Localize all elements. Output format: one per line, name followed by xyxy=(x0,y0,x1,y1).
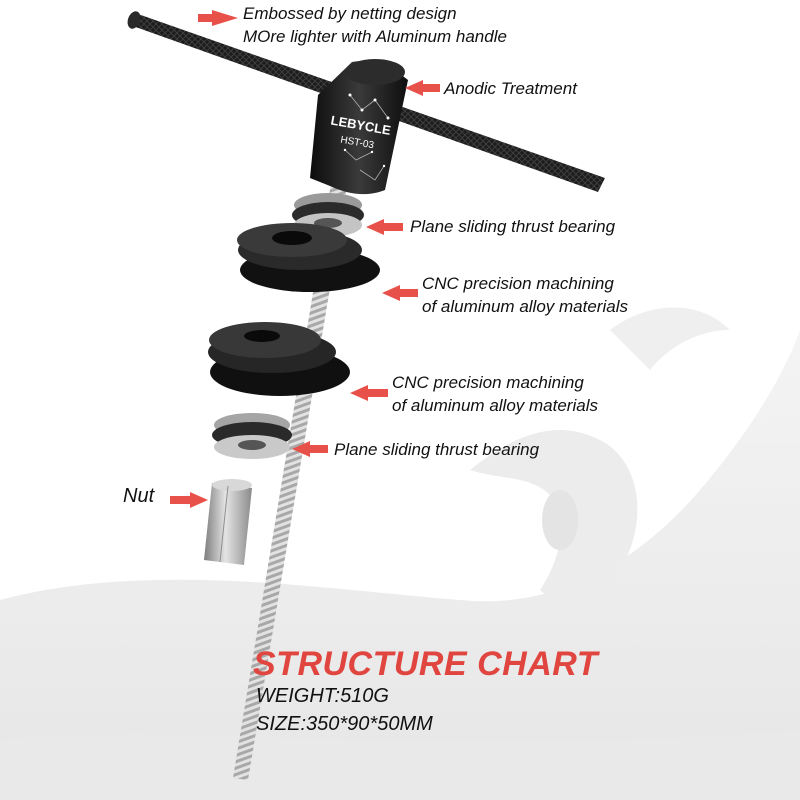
weight-spec: WEIGHT:510G xyxy=(256,685,389,707)
callout-cnc-bottom: CNC precision machining of aluminum allo… xyxy=(392,371,598,417)
arrow-bearing-top xyxy=(366,219,403,235)
hex-nut xyxy=(204,479,252,565)
threaded-rod xyxy=(233,165,350,780)
callout-handle: Embossed by netting design MOre lighter … xyxy=(243,2,507,48)
callout-cnc-bottom-line1: CNC precision machining xyxy=(392,373,584,392)
size-spec: SIZE:350*90*50MM xyxy=(256,713,433,735)
lower-thrust-bearing xyxy=(212,413,292,459)
callout-bearing-bottom: Plane sliding thrust bearing xyxy=(334,440,540,459)
callout-bearing-top: Plane sliding thrust bearing xyxy=(410,217,616,236)
upper-cnc-cone xyxy=(237,223,380,292)
arrow-cnc-top xyxy=(382,285,418,301)
arrow-anodic xyxy=(405,80,440,96)
callout-cnc-top: CNC precision machining of aluminum allo… xyxy=(422,272,628,318)
milk-splash-background xyxy=(0,307,800,800)
callout-anodic: Anodic Treatment xyxy=(444,79,577,98)
callout-arrows xyxy=(170,10,440,508)
callout-handle-line2: MOre lighter with Aluminum handle xyxy=(243,27,507,46)
arrow-handle xyxy=(198,10,238,26)
callout-handle-line1: Embossed by netting design xyxy=(243,4,457,23)
structure-title: STRUCTURE CHART xyxy=(253,645,598,683)
arrow-bearing-bottom xyxy=(292,441,328,457)
callout-cnc-bottom-line2: of aluminum alloy materials xyxy=(392,396,598,415)
lower-cnc-cone xyxy=(208,322,350,396)
callout-cnc-top-line2: of aluminum alloy materials xyxy=(422,297,628,316)
arrow-cnc-bottom xyxy=(350,385,388,401)
arrow-nut xyxy=(170,492,208,508)
handle-block xyxy=(310,59,408,195)
callout-cnc-top-line1: CNC precision machining xyxy=(422,274,614,293)
callout-nut: Nut xyxy=(123,485,155,507)
